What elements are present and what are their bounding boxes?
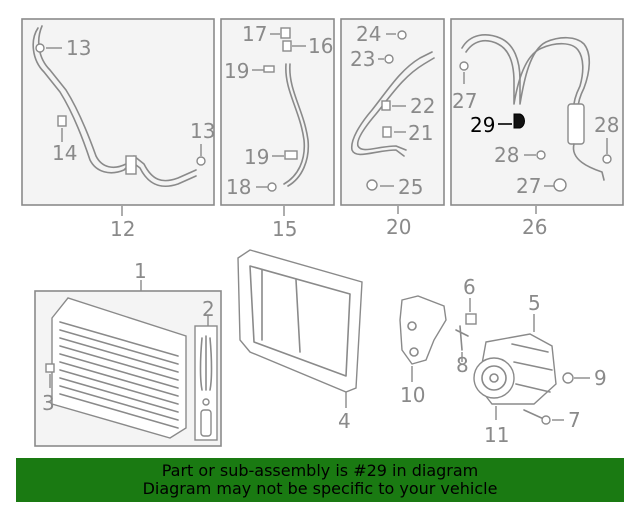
valve-core-16 [282,40,292,52]
callout-27b: 27 [516,174,541,198]
clutch-center [489,373,499,383]
group-20: 24 23 22 21 25 20 [340,18,445,239]
bracket-hole-a [407,321,417,331]
cap-17 [280,27,291,39]
seal-2 [202,398,210,406]
line-bracket [125,155,137,175]
callout-15: 15 [272,217,297,241]
callout-5: 5 [528,291,541,315]
ac-parts-diagram: 13 14 13 12 17 16 19 19 18 15 [21,18,624,447]
compressor-ribs [511,343,553,393]
group-4-support: 4 [237,249,363,433]
part-29-valve-cap[interactable] [513,113,525,129]
condenser-fins [59,321,179,429]
ac-line-26 [461,34,591,119]
o-ring-27b [553,178,567,192]
callout-14: 14 [52,141,77,165]
callout-29[interactable]: 29 [470,113,495,137]
ac-line-20 [350,51,433,157]
stud-8 [455,325,469,351]
group-12: 13 14 13 12 [21,18,215,241]
callout-16: 16 [308,34,333,58]
group-1-condenser: 1 3 2 [34,259,222,447]
callout-23: 23 [350,47,375,71]
callout-1: 1 [134,259,147,283]
o-ring-19a [263,65,275,73]
cap-13 [196,156,206,166]
compressor-clutch [473,357,515,399]
callout-13b: 13 [190,119,215,143]
nut-9 [562,372,574,384]
ac-line-15 [283,63,306,185]
valve-14 [57,115,67,127]
o-ring-25 [366,179,378,191]
callout-10: 10 [400,383,425,407]
o-ring-24 [397,30,407,40]
callout-28a: 28 [494,143,519,167]
callout-4: 4 [338,409,351,433]
group-12-frame [21,18,215,206]
bolt-7-head [541,415,551,425]
group-15-frame [220,18,335,206]
clutch-hub [481,365,507,391]
notice-line-2: Diagram may not be specific to your vehi… [142,479,498,498]
ac-line-12-edge [37,25,197,182]
line-26-lower [572,143,605,181]
group-20-frame [340,18,445,206]
callout-8: 8 [456,353,469,377]
compressor-bracket [399,295,447,365]
bracket-hole-b [409,347,419,357]
callout-28b: 28 [594,113,619,137]
group-10-bracket: 10 [399,295,447,407]
callout-12: 12 [110,217,135,241]
cap-22 [381,100,391,111]
callout-11: 11 [484,423,509,447]
ac-line-15-edge [287,63,310,187]
callout-6: 6 [463,275,476,299]
notice-line-1: Part or sub-assembly is #29 in diagram [161,461,479,480]
o-ring-13 [35,43,45,53]
callout-26: 26 [522,215,547,239]
callout-21: 21 [408,121,433,145]
callout-25: 25 [398,175,423,199]
ac-line-20-edge [356,57,435,151]
valve-21 [382,126,392,138]
plug-2 [200,409,212,437]
callout-2: 2 [202,297,215,321]
cap-28b [602,154,612,164]
callout-7: 7 [568,408,581,432]
callout-13a: 13 [66,36,91,60]
o-ring-28a [536,150,546,160]
o-ring-18 [267,182,277,192]
o-ring-23 [384,54,394,64]
support-ribs [261,269,301,353]
callout-20: 20 [386,215,411,239]
notice-banner: Part or sub-assembly is #29 in diagram D… [16,458,624,502]
fitting-19b [284,150,298,160]
bolt-3 [45,363,55,373]
callout-9: 9 [594,366,607,390]
callout-17: 17 [242,22,267,46]
group-26: 27 29 28 28 27 26 [450,18,624,239]
callout-3: 3 [42,391,55,415]
group-fasteners: 6 8 [455,275,477,377]
callout-19a: 19 [224,59,249,83]
callout-24: 24 [356,22,381,46]
bolt-6 [465,313,477,325]
support-inner [249,265,351,377]
group-5-compressor: 5 9 7 11 [473,291,607,447]
o-ring-27a [459,61,469,71]
callout-27a: 27 [452,89,477,113]
group-15: 17 16 19 19 18 15 [220,18,335,241]
ac-line-12 [32,27,197,188]
receiver-dryer [567,103,585,145]
radiator-support [237,249,363,393]
condenser-core [51,297,187,439]
callout-19b: 19 [244,145,269,169]
ac-line-26-edge [465,39,584,119]
desiccant-2 [199,335,213,391]
callout-22: 22 [410,94,435,118]
callout-18: 18 [226,175,251,199]
